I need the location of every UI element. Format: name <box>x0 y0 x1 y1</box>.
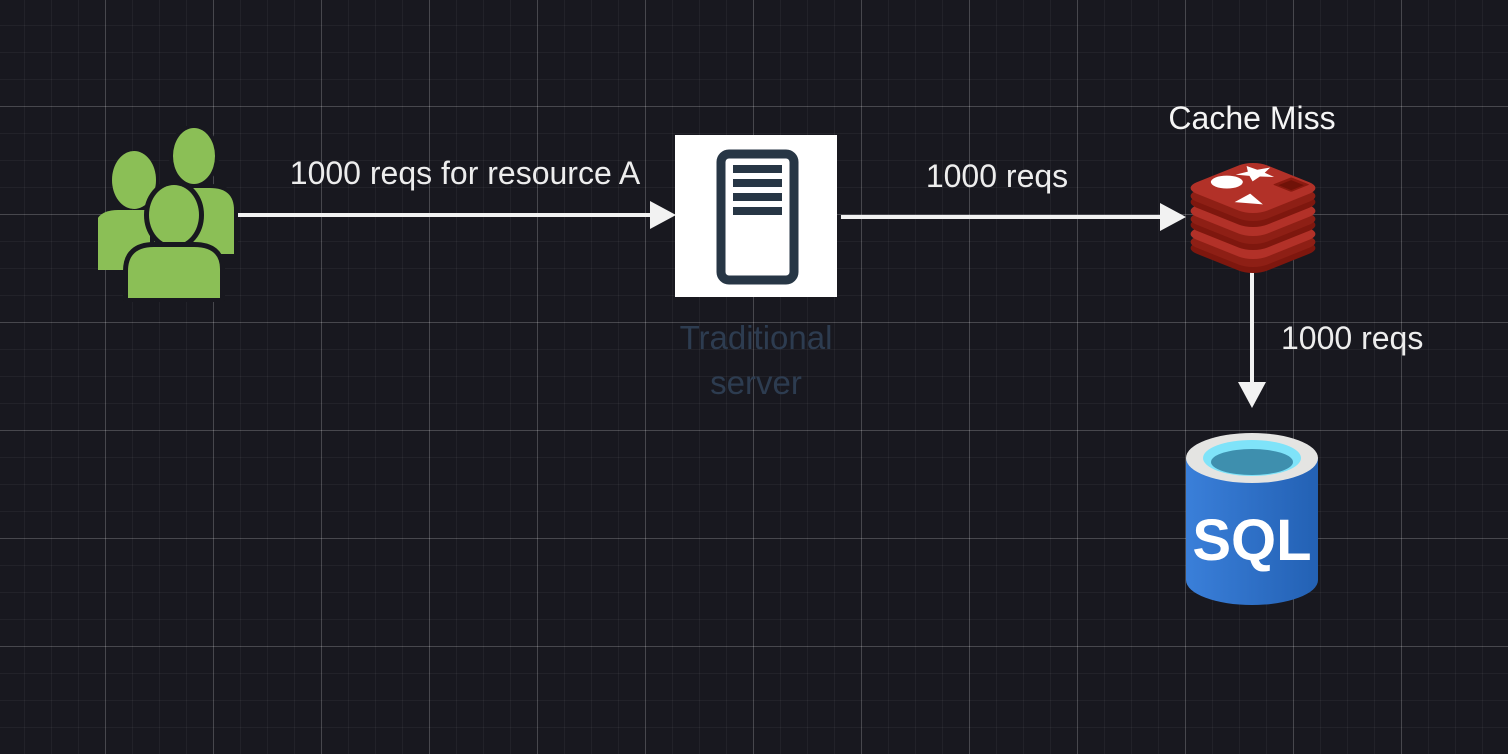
users-group-icon <box>98 126 238 302</box>
arrowhead-down-icon <box>1238 382 1266 408</box>
person-front <box>123 180 225 302</box>
redis-cache-icon <box>1190 163 1316 273</box>
arrow-redis-to-sql <box>1238 272 1266 408</box>
server-caption: Traditional server <box>679 319 833 401</box>
server-slots <box>733 165 782 215</box>
triangle-shape <box>1234 193 1263 205</box>
sql-database-icon: SQL <box>1186 433 1318 605</box>
arrow-users-to-server <box>236 201 676 229</box>
sql-text: SQL <box>1192 508 1311 573</box>
star-icon <box>1235 165 1275 182</box>
server-node <box>675 135 837 297</box>
server-icon <box>716 149 799 285</box>
circle-shape <box>1210 175 1243 189</box>
arrowhead-right-icon <box>650 201 676 229</box>
edge-label-redis-to-sql: 1000 reqs <box>1281 320 1424 356</box>
edge-label-server-to-redis: 1000 reqs <box>925 158 1069 194</box>
arrow-server-to-redis <box>841 203 1186 231</box>
cache-miss-label: Cache Miss <box>1168 100 1336 136</box>
redis-layer-top <box>1190 163 1316 227</box>
edge-label-users-to-server: 1000 reqs for resource A <box>289 155 641 191</box>
arrowhead-right-icon <box>1160 203 1186 231</box>
cylinder-inner-shadow <box>1211 449 1293 475</box>
square-hole-shape <box>1273 177 1309 192</box>
